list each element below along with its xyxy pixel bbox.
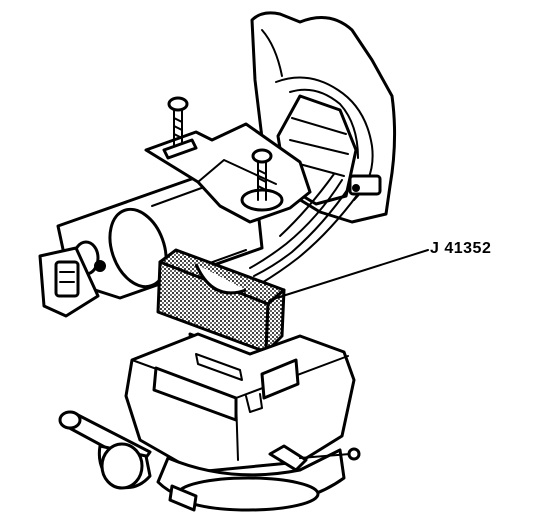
- mounting-bolt-right: [251, 148, 273, 201]
- callout-leader-line: [269, 249, 429, 301]
- vise-handle: [58, 410, 198, 512]
- tool-number-label: J 41352: [430, 240, 492, 257]
- holding-fixture-j41352: [156, 248, 286, 354]
- mounting-bolt-left: [162, 96, 198, 160]
- column-lower-end: [38, 246, 100, 318]
- wire-harness: [249, 173, 359, 285]
- bench-vise: [124, 332, 356, 474]
- swivel-lock-lever: [268, 444, 361, 472]
